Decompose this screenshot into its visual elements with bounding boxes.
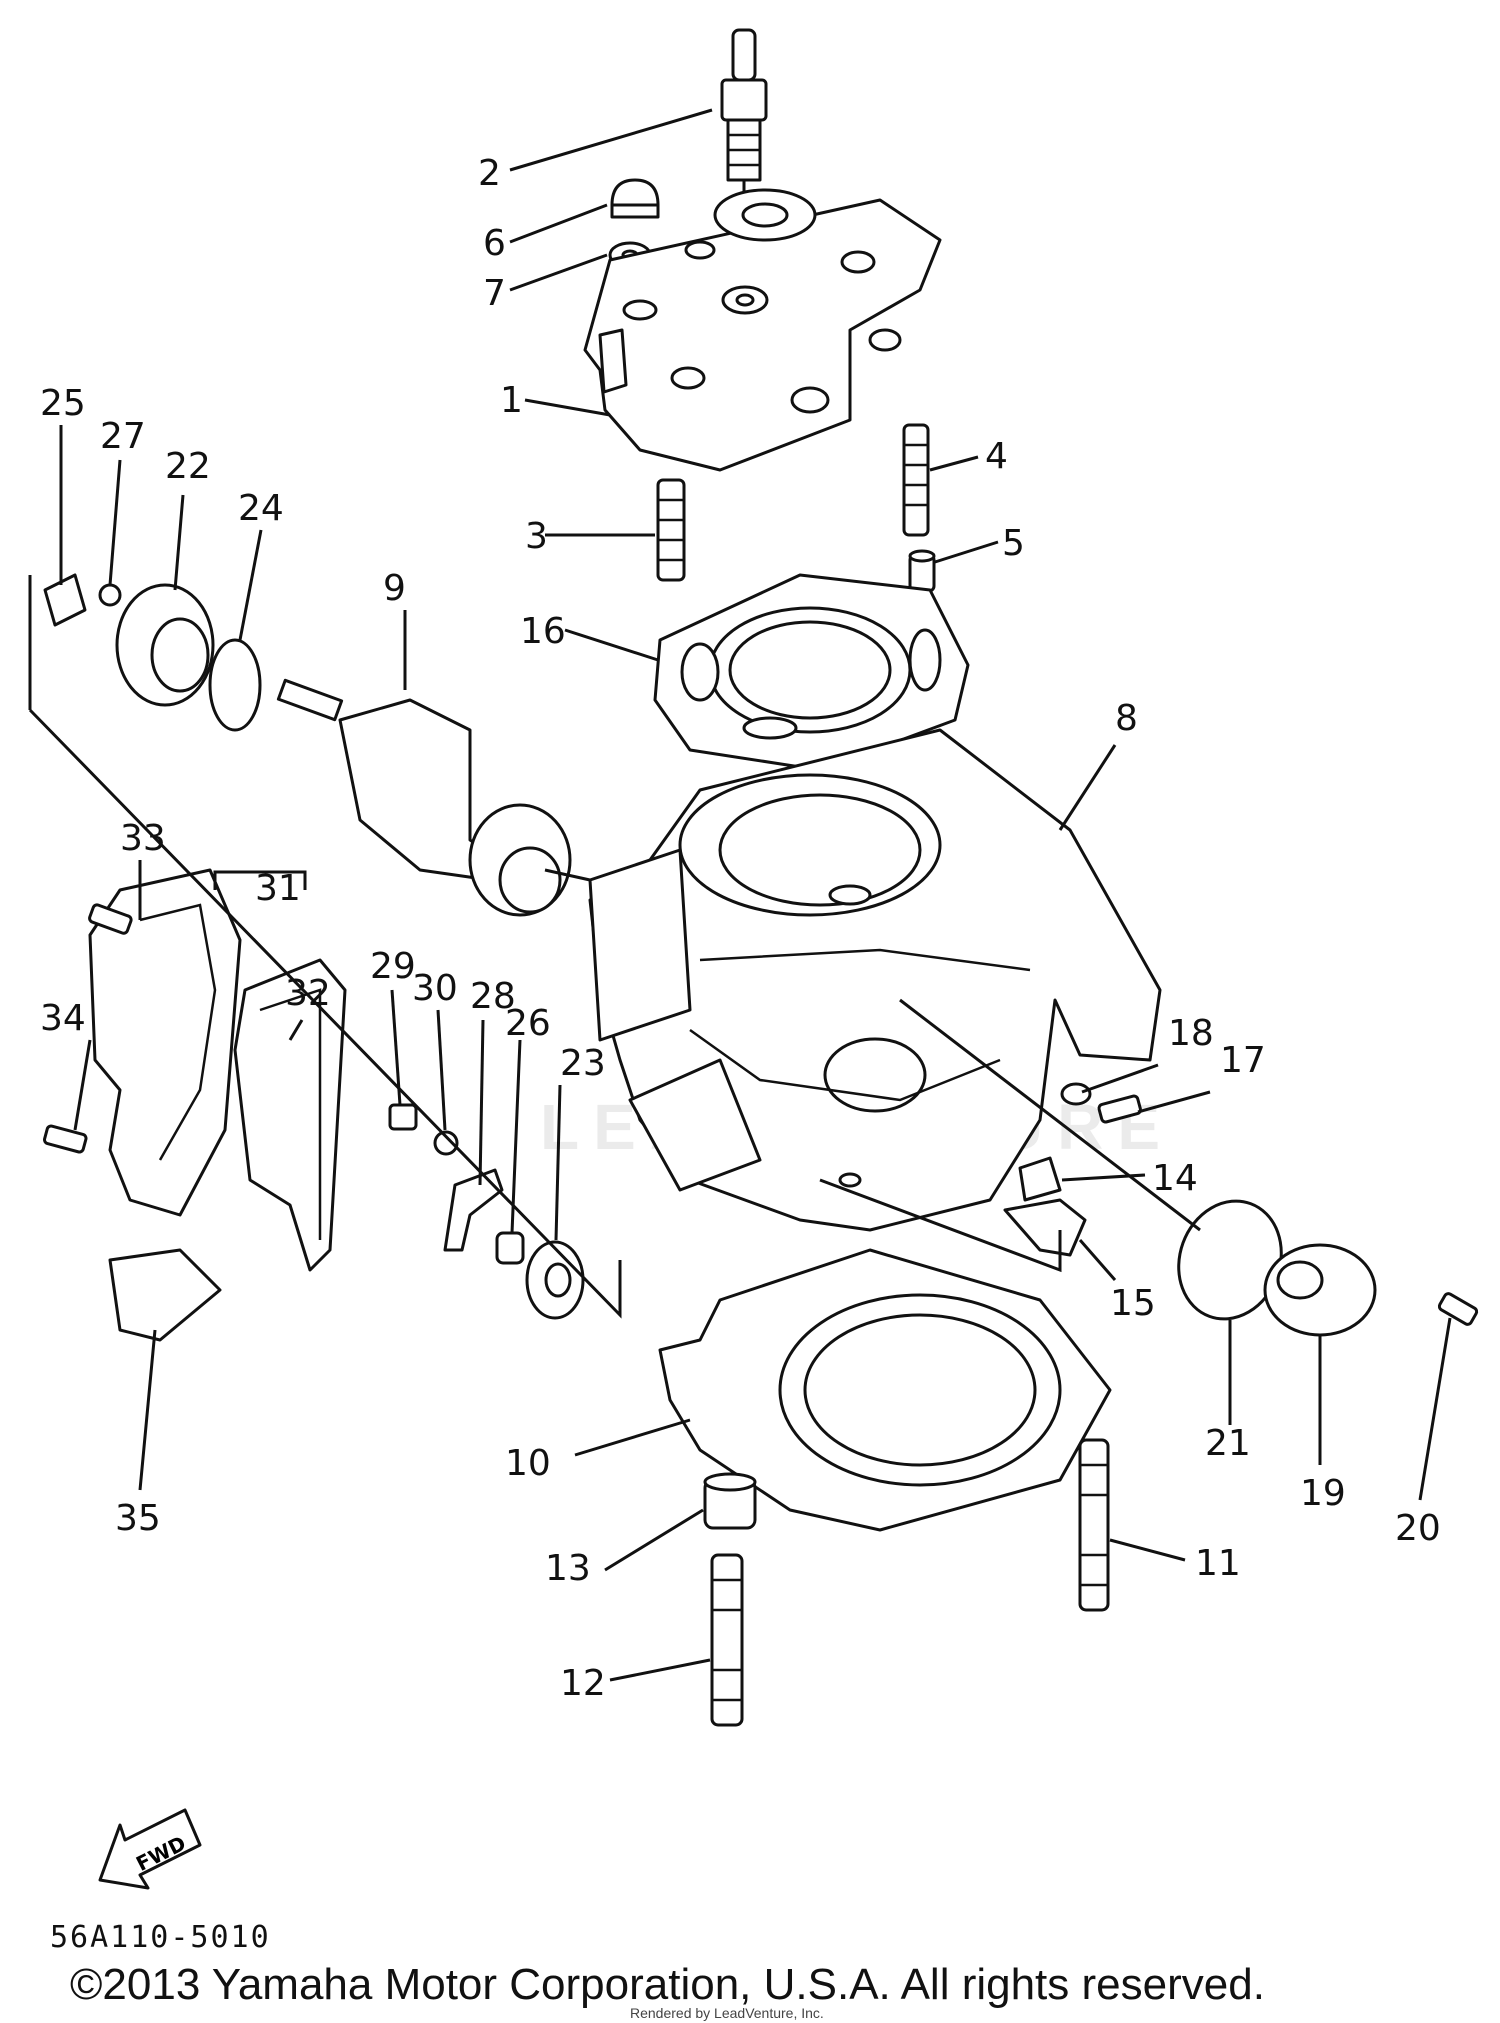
leader-lines (59, 108, 1452, 1682)
stud-bolt-3 (656, 478, 686, 582)
callout-4: 4 (985, 436, 1008, 477)
stud-bolt-11 (1078, 1438, 1110, 1612)
left-cover-group (43, 868, 347, 1342)
group-bracket (28, 575, 622, 1319)
copyright-text: ©2013 Yamaha Motor Corporation, U.S.A. A… (70, 1960, 1265, 2009)
group-bracket-14-15 (819, 1178, 1062, 1273)
callout-28: 28 (470, 976, 516, 1017)
callout-18: 18 (1168, 1013, 1214, 1054)
callout-1: 1 (500, 380, 523, 421)
callout-29: 29 (370, 946, 416, 987)
callout-14: 14 (1152, 1158, 1198, 1199)
diagram-code: 56A110-5010 (50, 1920, 271, 1955)
callout-17: 17 (1220, 1040, 1266, 1081)
callout-9: 9 (383, 568, 406, 609)
callout-25: 25 (40, 383, 86, 424)
fwd-arrow: FWD (98, 1808, 202, 1890)
callout-19: 19 (1300, 1473, 1346, 1514)
callout-33: 33 (120, 818, 166, 859)
callout-3: 3 (525, 516, 548, 557)
head-gasket (653, 573, 970, 772)
stud-bolt-12 (710, 1553, 744, 1727)
base-gasket (658, 1248, 1112, 1532)
group-bracket-31 (213, 870, 307, 890)
callout-numbers: 1 2 3 4 5 6 7 8 9 10 11 12 13 14 15 16 1… (40, 153, 1441, 1704)
rendered-by: Rendered by LeadVenture, Inc. (630, 2005, 824, 2021)
callout-31: 31 (255, 868, 301, 909)
valve-cover-group (43, 573, 262, 732)
callout-8: 8 (1115, 698, 1138, 739)
dowel-pin-13 (703, 1472, 757, 1530)
callout-21: 21 (1205, 1423, 1251, 1464)
right-side-parts (1003, 1082, 1479, 1337)
callout-10: 10 (505, 1443, 551, 1484)
callout-27: 27 (100, 416, 146, 457)
callout-5: 5 (1002, 523, 1025, 564)
callout-6: 6 (483, 223, 506, 264)
stud-bolt-4 (902, 423, 930, 537)
cylinder-head (583, 188, 942, 472)
callout-26: 26 (505, 1003, 551, 1044)
callout-20: 20 (1395, 1508, 1441, 1549)
cylinder (588, 728, 1162, 1232)
cap-nut (610, 178, 660, 219)
callout-22: 22 (165, 446, 211, 487)
callout-16: 16 (520, 611, 566, 652)
callout-2: 2 (478, 153, 501, 194)
callout-15: 15 (1110, 1283, 1156, 1324)
callout-12: 12 (560, 1663, 606, 1704)
callout-23: 23 (560, 1043, 606, 1084)
callout-34: 34 (40, 998, 86, 1039)
callout-32: 32 (285, 973, 331, 1014)
spark-plug (720, 28, 768, 260)
callout-30: 30 (412, 968, 458, 1009)
dowel-pin (908, 549, 936, 593)
callout-7: 7 (483, 273, 506, 314)
callout-24: 24 (238, 488, 284, 529)
callout-13: 13 (545, 1548, 591, 1589)
callout-11: 11 (1195, 1543, 1241, 1584)
power-valve (276, 678, 572, 917)
small-parts (388, 1103, 585, 1320)
callout-35: 35 (115, 1498, 161, 1539)
